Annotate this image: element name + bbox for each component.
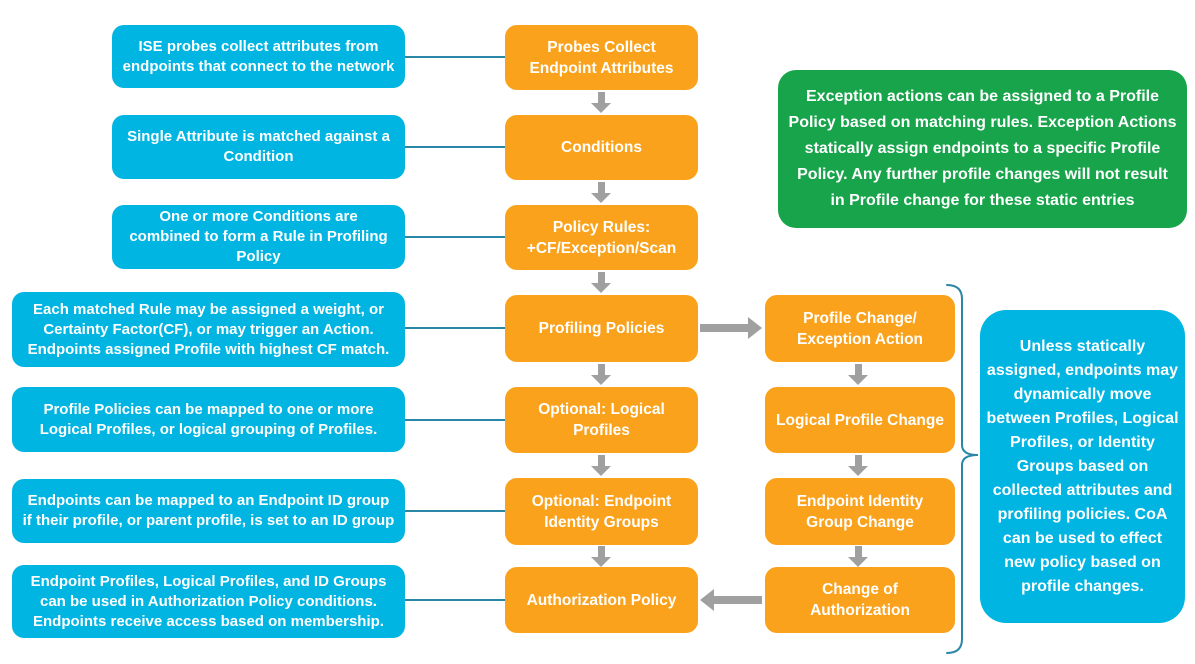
arrow-down-icon — [591, 455, 611, 477]
connector-line — [405, 599, 505, 601]
note-conditions-combined: One or more Conditions are combined to f… — [112, 205, 405, 269]
step-endpoint-identity-group-change: Endpoint Identity Group Change — [765, 478, 955, 545]
arrow-down-icon — [591, 182, 611, 204]
step-profiling-policies: Profiling Policies — [505, 295, 698, 362]
connector-line — [405, 236, 505, 238]
connector-line — [405, 146, 505, 148]
arrow-down-icon — [591, 272, 611, 294]
note-ise-probes: ISE probes collect attributes from endpo… — [112, 25, 405, 88]
arrow-down-icon — [848, 546, 868, 568]
brace-bracket — [946, 284, 979, 654]
step-logical-profile-change: Logical Profile Change — [765, 387, 955, 453]
connector-line — [405, 327, 505, 329]
arrow-left-icon — [700, 589, 762, 611]
arrow-down-icon — [591, 546, 611, 568]
note-certainty-factor: Each matched Rule may be assigned a weig… — [12, 292, 405, 367]
arrow-right-icon — [700, 317, 762, 339]
note-dynamic-movement: Unless statically assigned, endpoints ma… — [980, 310, 1185, 623]
step-optional-logical-profiles: Optional: Logical Profiles — [505, 387, 698, 453]
step-profile-change-exception-action: Profile Change/ Exception Action — [765, 295, 955, 362]
note-exception-actions: Exception actions can be assigned to a P… — [778, 70, 1187, 228]
note-logical-profiles-mapping: Profile Policies can be mapped to one or… — [12, 387, 405, 452]
note-authorization-membership: Endpoint Profiles, Logical Profiles, and… — [12, 565, 405, 638]
step-change-of-authorization: Change of Authorization — [765, 567, 955, 633]
connector-line — [405, 510, 505, 512]
step-authorization-policy: Authorization Policy — [505, 567, 698, 633]
note-endpoint-id-group: Endpoints can be mapped to an Endpoint I… — [12, 479, 405, 543]
arrow-down-icon — [591, 92, 611, 114]
arrow-down-icon — [848, 364, 868, 386]
note-single-attribute: Single Attribute is matched against a Co… — [112, 115, 405, 179]
arrow-down-icon — [848, 455, 868, 477]
step-optional-endpoint-identity-groups: Optional: Endpoint Identity Groups — [505, 478, 698, 545]
connector-line — [405, 419, 505, 421]
arrow-down-icon — [591, 364, 611, 386]
connector-line — [405, 56, 505, 58]
step-policy-rules: Policy Rules: +CF/Exception/Scan — [505, 205, 698, 270]
step-conditions: Conditions — [505, 115, 698, 180]
step-probes-collect: Probes Collect Endpoint Attributes — [505, 25, 698, 90]
